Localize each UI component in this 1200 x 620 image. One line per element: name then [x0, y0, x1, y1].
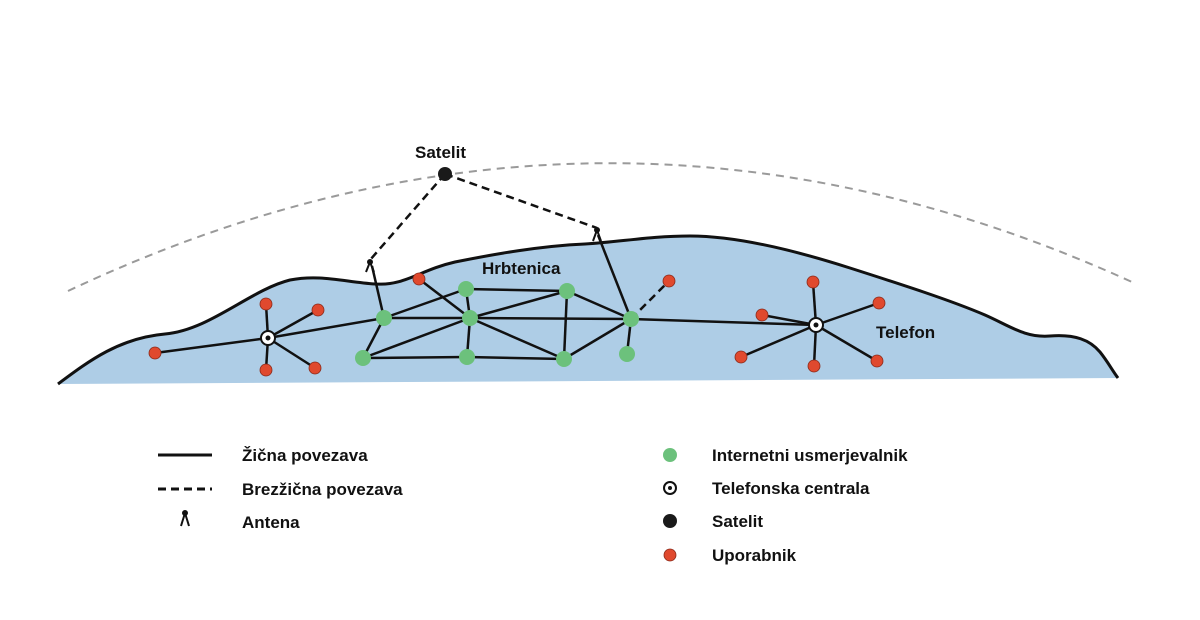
legend-label: Žična povezava: [242, 446, 368, 465]
router-node: [459, 349, 475, 365]
user-node: [870, 354, 884, 368]
legend-label: Antena: [242, 513, 300, 532]
users: [148, 272, 886, 377]
wired-link: [740, 323, 817, 359]
router-node: [462, 310, 478, 326]
user-node: [311, 303, 325, 317]
user-node: [148, 346, 162, 360]
legend-item: Antena: [180, 510, 300, 532]
user-node: [807, 359, 821, 373]
legend-item: Satelit: [663, 512, 763, 531]
legend-label: Uporabnik: [712, 546, 797, 565]
wired-link: [267, 308, 319, 340]
backbone-label: Hrbtenica: [482, 259, 561, 278]
wired-link: [154, 336, 269, 355]
wireless-link: [630, 280, 670, 320]
telephone-label: Telefon: [876, 323, 935, 342]
legend-label: Telefonska centrala: [712, 479, 870, 498]
wired-link: [466, 355, 565, 361]
wired-link: [267, 316, 385, 340]
router-node: [559, 283, 575, 299]
wired-link: [596, 234, 633, 320]
telephone-exchange-icon: [808, 317, 824, 333]
antenna-icon: [180, 510, 190, 527]
telephone-exchange-icon: [260, 330, 276, 346]
wireless-links: [369, 172, 670, 320]
wired-link: [566, 289, 632, 321]
wired-link: [469, 316, 632, 321]
legend-item: Internetni usmerjevalnik: [663, 446, 908, 465]
router-node: [355, 350, 371, 366]
user-node: [806, 275, 820, 289]
wired-link: [630, 317, 817, 327]
wired-link: [815, 301, 880, 327]
router-node: [619, 346, 635, 362]
router-node: [556, 351, 572, 367]
wired-link: [362, 355, 468, 360]
user-node: [259, 363, 273, 377]
user-node: [412, 272, 426, 286]
legend-label: Brezžična povezava: [242, 480, 403, 499]
wired-link: [469, 289, 568, 320]
legend-label: Satelit: [712, 512, 763, 531]
legend-label: Internetni usmerjevalnik: [712, 446, 908, 465]
router-node: [376, 310, 392, 326]
antenna-icon: [592, 227, 602, 242]
telephone-exchange-icon: [663, 481, 677, 495]
antenna-icon: [365, 259, 375, 273]
user-node: [872, 296, 886, 310]
wireless-link: [444, 172, 598, 230]
wired-link: [761, 313, 817, 327]
wired-link: [563, 317, 632, 361]
wired-link: [383, 287, 467, 320]
user-node: [308, 361, 322, 375]
antennas: [365, 227, 602, 273]
legend-item: Uporabnik: [663, 546, 797, 565]
user-node: [755, 308, 769, 322]
user-node: [662, 274, 676, 288]
routers: [355, 281, 639, 367]
wired-link: [362, 316, 471, 360]
user-node: [734, 350, 748, 364]
legend-item: Žična povezava: [158, 446, 368, 465]
router-node: [458, 281, 474, 297]
wired-link: [418, 278, 471, 319]
satellite-node: [438, 167, 452, 181]
wired-link: [815, 323, 878, 363]
router-node: [623, 311, 639, 327]
user-node: [259, 297, 273, 311]
satellite-dot-icon: [663, 514, 677, 528]
wired-link: [562, 290, 569, 360]
legend: Žična povezava Brezžična povezava Antena…: [158, 446, 908, 565]
wired-link: [267, 336, 316, 370]
satellite-orbit: [67, 162, 1133, 292]
land-area: [58, 236, 1118, 384]
wireless-link: [369, 173, 446, 261]
router-dot-icon: [663, 448, 677, 462]
wired-link: [370, 265, 386, 319]
user-dot-icon: [663, 548, 677, 562]
coastline: [57, 234, 1120, 386]
wired-link: [469, 316, 565, 361]
legend-item: Brezžična povezava: [158, 480, 403, 499]
wired-link: [465, 287, 568, 293]
satellite-label: Satelit: [415, 143, 466, 162]
legend-item: Telefonska centrala: [663, 479, 870, 498]
